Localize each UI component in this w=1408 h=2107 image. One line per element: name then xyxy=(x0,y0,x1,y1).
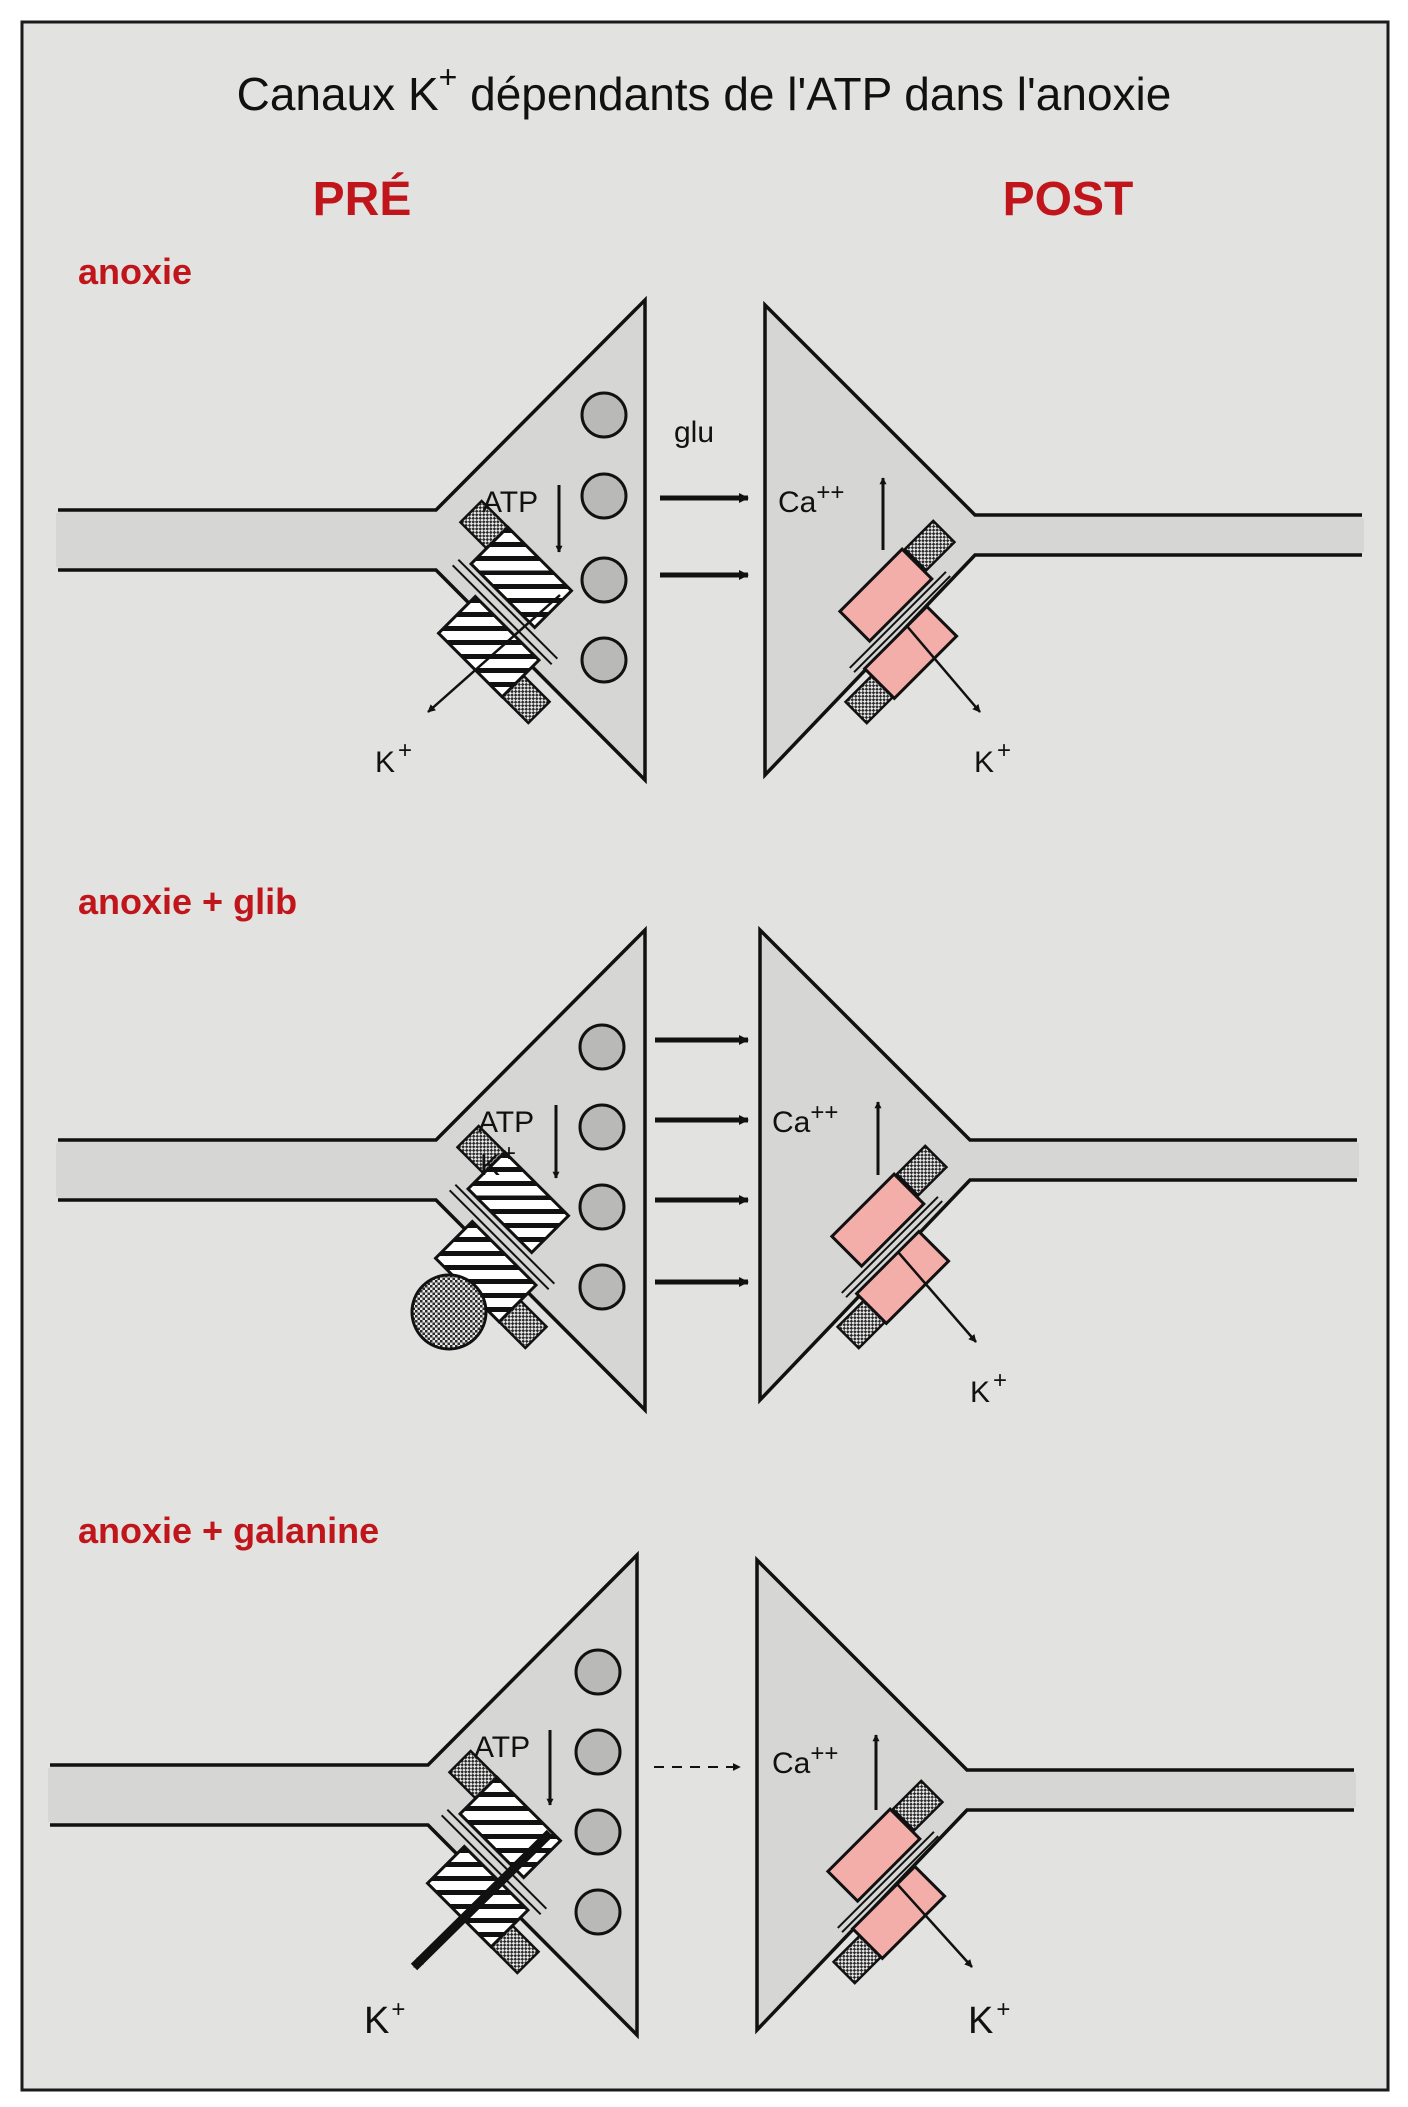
figure-title: Canaux K+ dépendants de l'ATP dans l'ano… xyxy=(237,59,1172,120)
k-efflux-arrow-post xyxy=(905,624,981,713)
condition-label: anoxie xyxy=(78,251,192,292)
post-header: POST xyxy=(1003,173,1134,226)
k-efflux-arrow-post xyxy=(897,1884,973,1968)
panel-anoxie: anoxie ATP K+ glu Ca++ K+ xyxy=(54,251,1366,782)
atp-label: ATP xyxy=(478,1106,534,1139)
k-efflux-arrow-post xyxy=(897,1251,977,1343)
ca-label: Ca++ xyxy=(772,1099,838,1139)
k-label-strong: K+ xyxy=(364,1996,405,2042)
condition-label: anoxie + glib xyxy=(78,881,297,922)
glibenclamide-blocker xyxy=(410,1273,488,1351)
k-label-post: K+ xyxy=(974,737,1011,779)
k-label-post: K+ xyxy=(968,1996,1010,2042)
ca-label: Ca++ xyxy=(772,1740,838,1780)
glu-label: glu xyxy=(674,416,714,449)
k-label-retained: K+ xyxy=(480,1140,516,1182)
atp-label: ATP xyxy=(474,1731,530,1764)
panel-anoxie-glib: anoxie + glib ATP K+ Ca++ K+ xyxy=(54,881,1361,1412)
k-label-post: K+ xyxy=(970,1367,1007,1409)
k-efflux-arrow xyxy=(427,594,561,713)
figure-frame xyxy=(20,20,1390,2092)
atp-label: ATP xyxy=(482,486,538,519)
k-efflux-arrow-strong xyxy=(410,1829,554,1971)
condition-label: anoxie + galanine xyxy=(78,1510,379,1551)
pre-header: PRÉ xyxy=(313,172,412,226)
ca-label: Ca++ xyxy=(778,479,844,519)
k-label: K+ xyxy=(375,737,412,779)
panel-anoxie-galanine: anoxie + galanine ATP K+ Ca++ K+ xyxy=(46,1510,1358,2042)
